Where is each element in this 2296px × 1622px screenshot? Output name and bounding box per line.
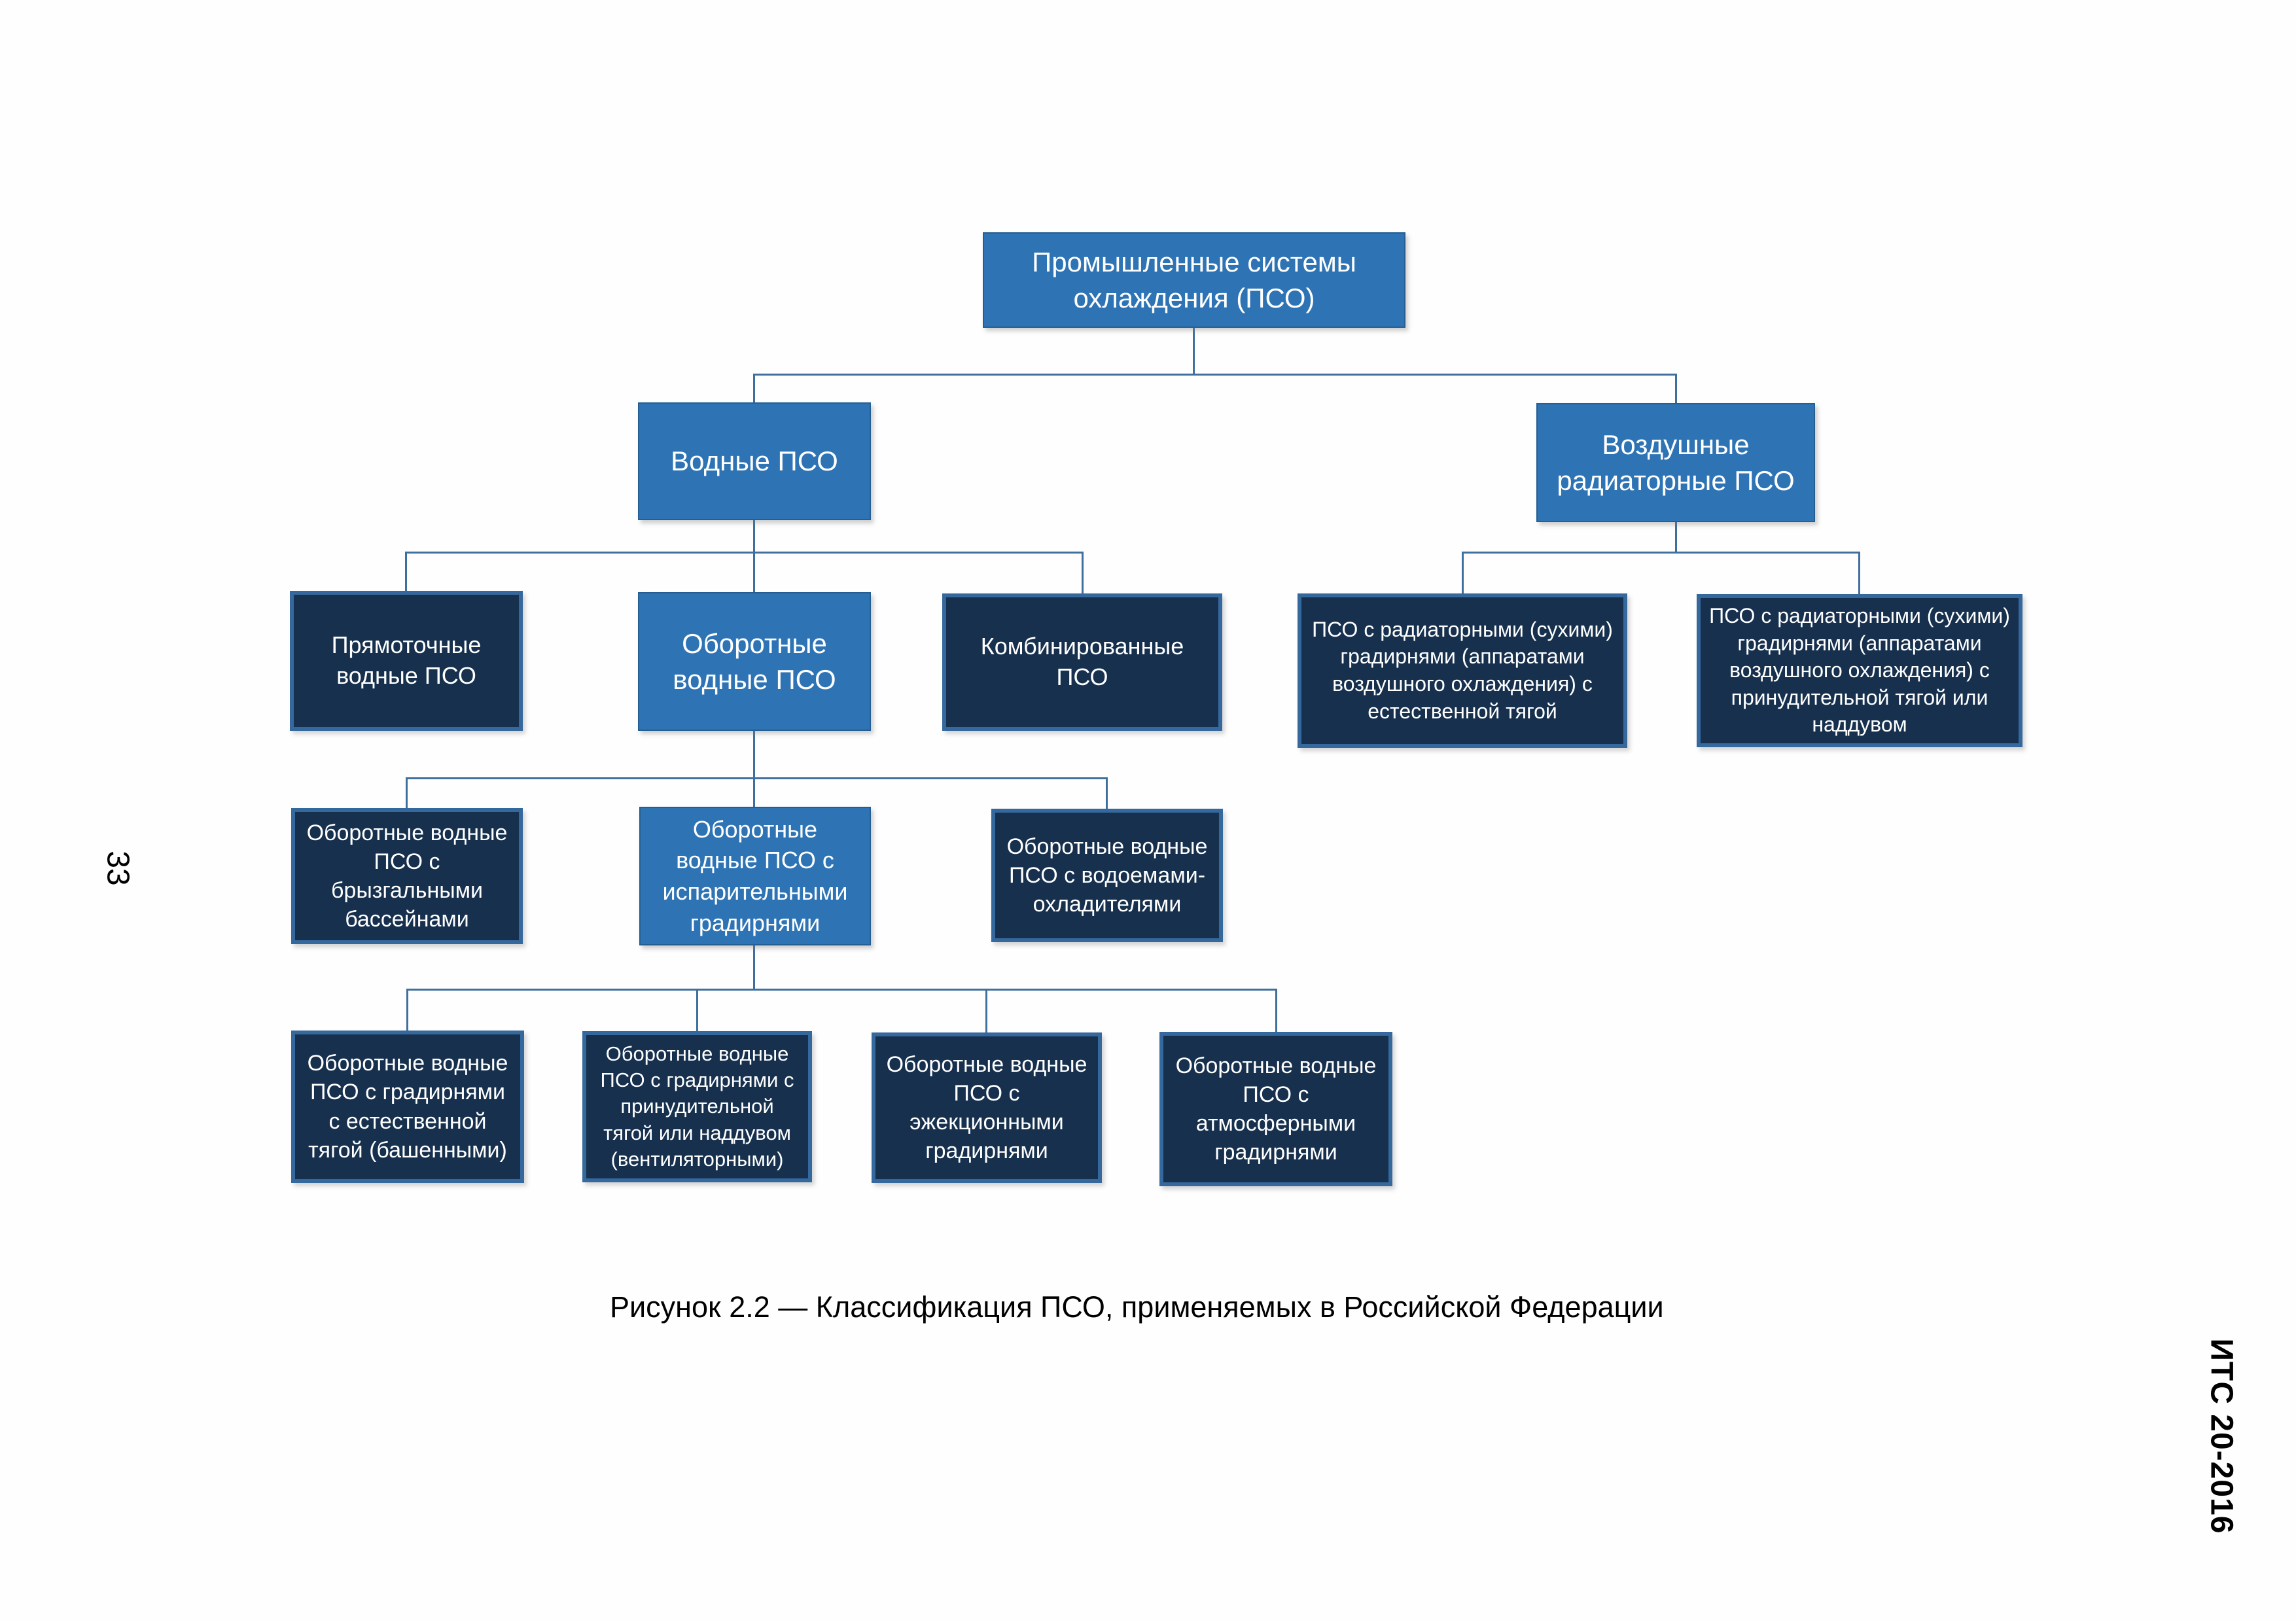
connector-segment	[753, 777, 755, 807]
connector-segment	[753, 552, 755, 593]
node-spray-ponds: Оборотные водные ПСО с брызгальными басс…	[291, 808, 523, 944]
connector-segment	[753, 945, 755, 990]
node-combined: Комбинированные ПСО	[942, 593, 1222, 731]
connector-segment	[753, 731, 755, 779]
node-recirculating: Оборотные водные ПСО	[638, 592, 871, 731]
connector-segment	[405, 552, 407, 592]
node-forced-draft-towers: Оборотные водные ПСО с градирнями с прин…	[582, 1031, 812, 1182]
connector-segment	[1193, 327, 1195, 375]
connector-segment	[1462, 552, 1464, 595]
node-evaporative: Оборотные водные ПСО с испарительными гр…	[639, 807, 871, 945]
connector-segment	[696, 989, 698, 1031]
node-air: Воздушные радиаторные ПСО	[1536, 403, 1815, 522]
connector-segment	[405, 552, 1084, 554]
node-water: Водные ПСО	[638, 402, 871, 520]
connector-segment	[753, 374, 755, 404]
node-root: Промышленные системы охлаждения (ПСО)	[983, 232, 1405, 328]
connector-segment	[1675, 522, 1677, 553]
node-air-natural-draft: ПСО с радиаторными (сухими) градирнями (…	[1298, 593, 1627, 748]
connector-segment	[406, 777, 1108, 779]
connector-segment	[753, 374, 1677, 376]
figure-caption: Рисунок 2.2 — Классификация ПСО, применя…	[610, 1290, 1664, 1324]
node-ejection-towers: Оборотные водные ПСО с эжекционными град…	[872, 1032, 1102, 1183]
page-number: 33	[100, 851, 135, 886]
connector-segment	[406, 777, 408, 808]
connector-segment	[406, 989, 1277, 991]
connector-segment	[1106, 777, 1108, 809]
node-cooling-ponds: Оборотные водные ПСО с водоемами- охлади…	[991, 809, 1223, 942]
connector-segment	[1082, 552, 1084, 595]
connector-segment	[1275, 989, 1277, 1032]
connector-segment	[753, 520, 755, 553]
connector-segment	[406, 989, 408, 1031]
node-air-forced-draft: ПСО с радиаторными (сухими) градирнями (…	[1697, 594, 2022, 747]
node-atmospheric-towers: Оборотные водные ПСО с атмосферными град…	[1159, 1032, 1392, 1186]
connector-segment	[985, 989, 987, 1032]
node-once-through: Прямоточные водные ПСО	[290, 591, 523, 731]
connector-segment	[1462, 552, 1860, 554]
connector-segment	[1675, 374, 1677, 404]
document-code: ИТС 20-2016	[2204, 1338, 2239, 1534]
connector-segment	[1858, 552, 1860, 595]
node-natural-draft-towers: Оборотные водные ПСО с градирнями с есте…	[291, 1031, 524, 1183]
